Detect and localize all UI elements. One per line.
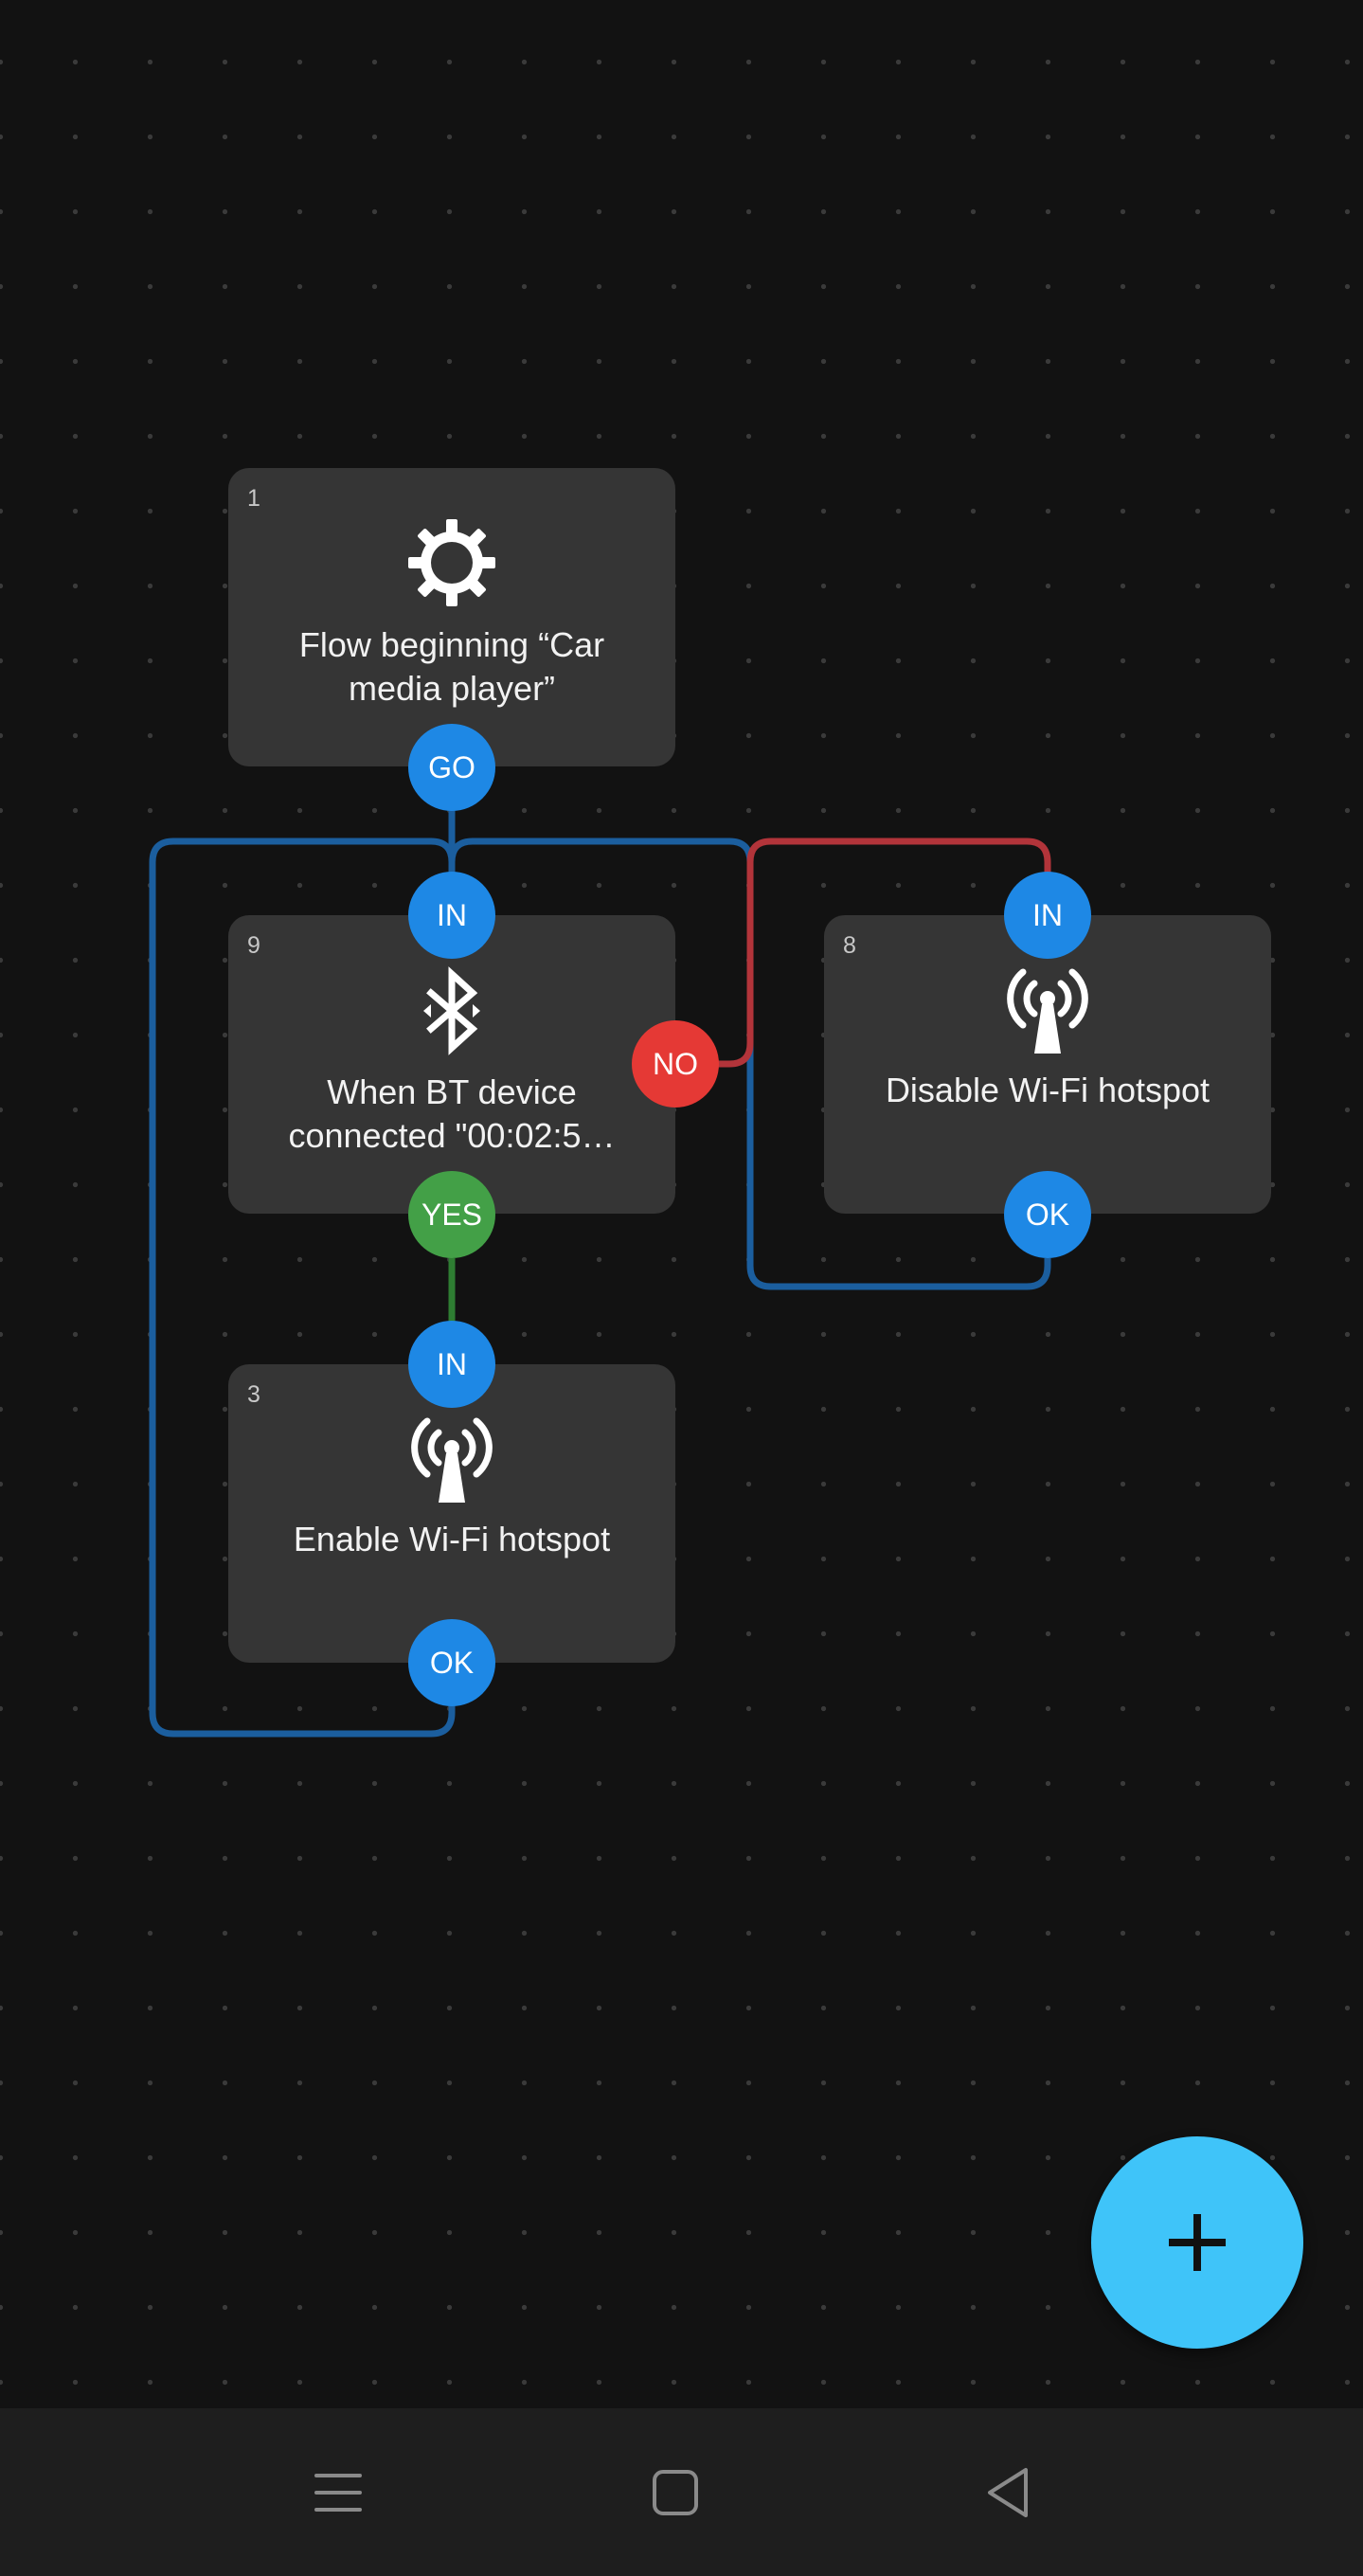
wifi-hotspot-icon (1007, 968, 1088, 1054)
block-number: 9 (247, 932, 260, 959)
wire-disable-ok-to-in (448, 838, 1051, 1290)
menu-icon[interactable] (307, 2461, 369, 2524)
port-ok[interactable]: OK (408, 1619, 495, 1706)
port-in[interactable]: IN (408, 1321, 495, 1408)
flow-block-start[interactable]: 1 Flow beginning “Car media player” (228, 468, 675, 766)
block-label: Flow beginning “Car media player” (298, 625, 605, 708)
port-yes[interactable]: YES (408, 1171, 495, 1258)
block-label: When BT device connected "00:02:5… (288, 1072, 616, 1155)
flow-block-enable-hotspot[interactable]: 3 Enable Wi-Fi hotspot (228, 1364, 675, 1663)
flow-block-disable-hotspot[interactable]: 8 Disable Wi-Fi hotspot (824, 915, 1271, 1214)
port-in[interactable]: IN (408, 872, 495, 959)
port-no[interactable]: NO (632, 1020, 719, 1108)
gear-icon (408, 519, 495, 606)
port-in[interactable]: IN (1004, 872, 1091, 959)
connection-wires (149, 807, 1051, 1738)
port-go[interactable]: GO (408, 724, 495, 811)
block-number: 8 (843, 932, 856, 959)
flow-block-bt-condition[interactable]: 9 When BT device connected "00:02:5… (228, 915, 675, 1214)
wire-enable-ok-to-in (149, 838, 456, 1738)
wifi-hotspot-icon (411, 1417, 493, 1503)
home-square-icon[interactable] (644, 2461, 707, 2524)
wire-no-to-disable-in (675, 838, 1051, 1068)
back-triangle-icon[interactable] (978, 2461, 1041, 2524)
port-ok[interactable]: OK (1004, 1171, 1091, 1258)
block-number: 1 (247, 485, 260, 512)
plus-icon (1169, 2214, 1226, 2271)
system-nav-bar (0, 2408, 1363, 2576)
block-label: Disable Wi-Fi hotspot (885, 1071, 1211, 1109)
add-block-button[interactable] (1091, 2136, 1303, 2349)
bluetooth-icon (423, 966, 480, 1055)
block-label: Enable Wi-Fi hotspot (293, 1520, 611, 1558)
block-number: 3 (247, 1381, 260, 1408)
